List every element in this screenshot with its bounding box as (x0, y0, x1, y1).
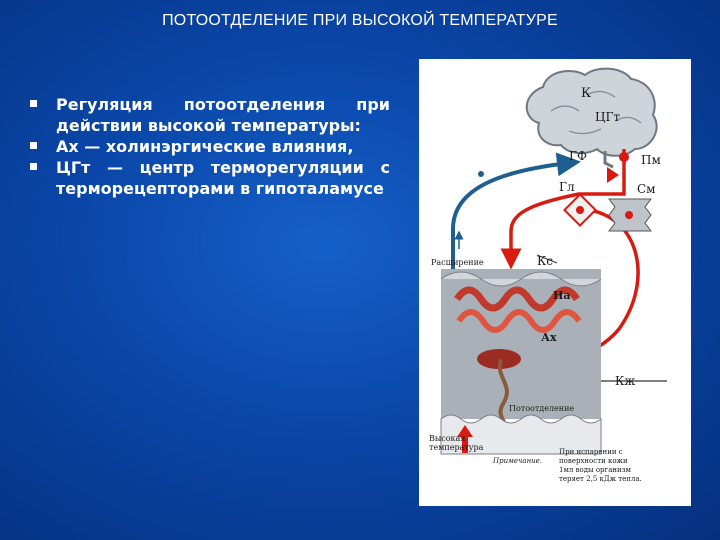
arrow-up-icon (457, 425, 473, 453)
note-line-3: 1мл воды организм (559, 466, 632, 474)
label-high-temp-1: Высокая (429, 434, 465, 443)
label-cgt: ЦГт (595, 110, 620, 124)
note-line-4: теряет 2,5 кДж тепла. (559, 475, 642, 483)
label-expansion: Расширение (431, 258, 484, 267)
label-sweating: Потоотделение (509, 404, 574, 413)
label-na: На (553, 289, 571, 302)
bullet-text: Регуляция потоотделения при действии выс… (56, 95, 390, 135)
label-pm: Пм (641, 153, 661, 167)
square-bullet-icon (30, 142, 37, 149)
bullet-list: Регуляция потоотделения при действии выс… (30, 94, 390, 199)
label-sm: См (637, 182, 656, 196)
square-bullet-icon (30, 100, 37, 107)
note-line-2: поверхности кожи (559, 457, 628, 465)
bullet-text: ЦГт — центр терморегуляции с терморецепт… (56, 158, 390, 198)
brain-stem (603, 151, 614, 169)
note-title: Примечание. (492, 457, 542, 465)
bullet-item: Регуляция потоотделения при действии выс… (30, 94, 390, 136)
diagram-canvas: К ЦГт ГФ Пм Гл См Расширение Кс На Ах Кж… (429, 67, 667, 483)
label-gl: Гл (559, 180, 575, 194)
ganglion-node (563, 193, 597, 227)
skin-section (440, 269, 602, 455)
bullet-text: Ах — холинэргические влияния, (56, 137, 354, 156)
afferent-node (478, 171, 484, 177)
label-gf: ГФ (569, 149, 587, 163)
note-line-1: При испарении с (559, 448, 623, 456)
bullet-item: ЦГт — центр терморегуляции с терморецепт… (30, 157, 390, 199)
brain-gyri (550, 90, 642, 135)
afferent-pathway (451, 152, 581, 387)
slide-title: ПОТООТДЕЛЕНИЕ ПРИ ВЫСОКОЙ ТЕМПЕРАТУРЕ (162, 12, 558, 29)
label-k: К (581, 86, 591, 101)
label-ks: Кс (537, 254, 553, 268)
brain-shape (525, 67, 658, 157)
label-high-temp-2: температура (429, 443, 484, 452)
cgt-node (619, 152, 629, 162)
sm-node (625, 211, 633, 219)
efferent-pathway (500, 149, 626, 270)
label-ah: Ах (541, 331, 557, 344)
square-bullet-icon (30, 163, 37, 170)
ks-pointer (536, 254, 558, 264)
thermoregulation-diagram: К ЦГт ГФ Пм Гл См Расширение Кс На Ах Кж… (419, 59, 691, 506)
gf-arrow-icon (607, 167, 619, 183)
bullet-item: Ах — холинэргические влияния, (30, 136, 390, 157)
label-kzh: Кж (615, 374, 635, 388)
